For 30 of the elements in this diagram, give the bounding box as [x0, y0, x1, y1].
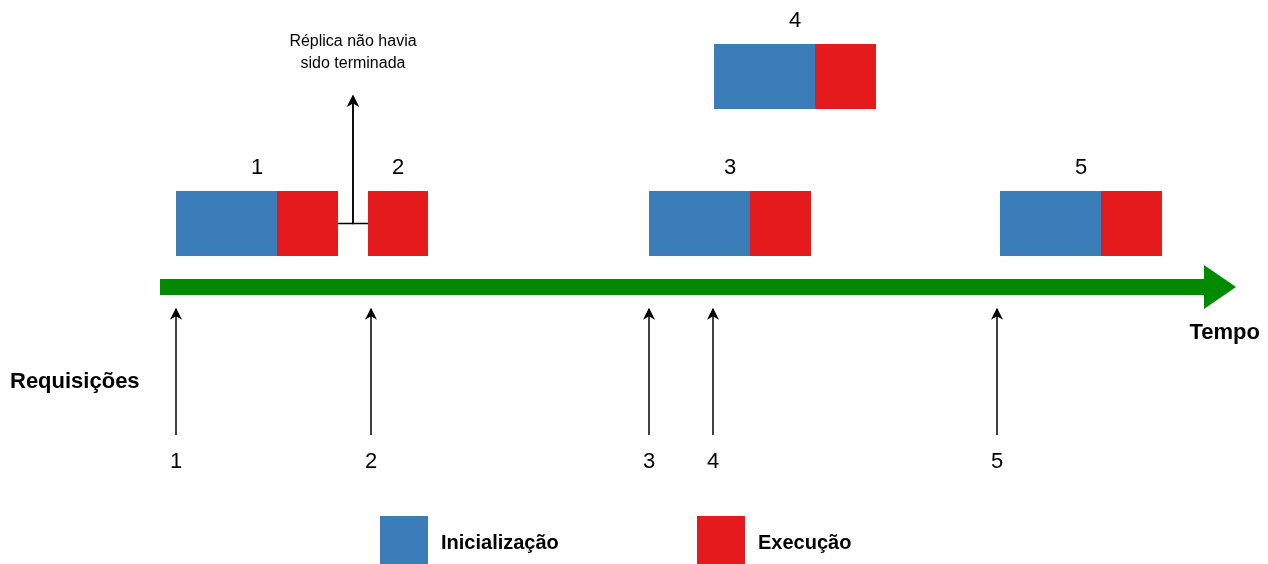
- request-number: 3: [722, 153, 738, 181]
- axis-label: Tempo: [1189, 318, 1260, 346]
- time-block: [815, 44, 876, 109]
- request-number: 4: [693, 435, 733, 475]
- request-number: 5: [1073, 153, 1089, 181]
- arrow: [170, 307, 182, 436]
- arrow: [365, 307, 377, 436]
- time-block: [1101, 191, 1162, 256]
- legend-label: Inicialização: [441, 530, 559, 555]
- arrow: [347, 94, 369, 225]
- request-number: 4: [787, 6, 803, 34]
- annotation-text: Réplica não havia sido terminada: [278, 28, 428, 96]
- time-block: [176, 191, 277, 256]
- legend-label: Execução: [758, 530, 852, 555]
- arrow: [991, 307, 1003, 436]
- request-number: 1: [249, 153, 265, 181]
- arrow: [643, 307, 655, 436]
- request-number: 3: [629, 435, 669, 475]
- time-block: [649, 191, 750, 256]
- arrow: [707, 307, 719, 436]
- time-block: [714, 44, 815, 109]
- axis-label: Requisições: [10, 367, 140, 395]
- time-block: [1000, 191, 1101, 256]
- time-block: [277, 191, 338, 256]
- request-number: 5: [977, 435, 1017, 475]
- time-block: [368, 191, 428, 256]
- request-number: 2: [390, 153, 406, 181]
- time-block: [750, 191, 811, 256]
- request-number: 2: [351, 435, 391, 475]
- request-number: 1: [156, 435, 196, 475]
